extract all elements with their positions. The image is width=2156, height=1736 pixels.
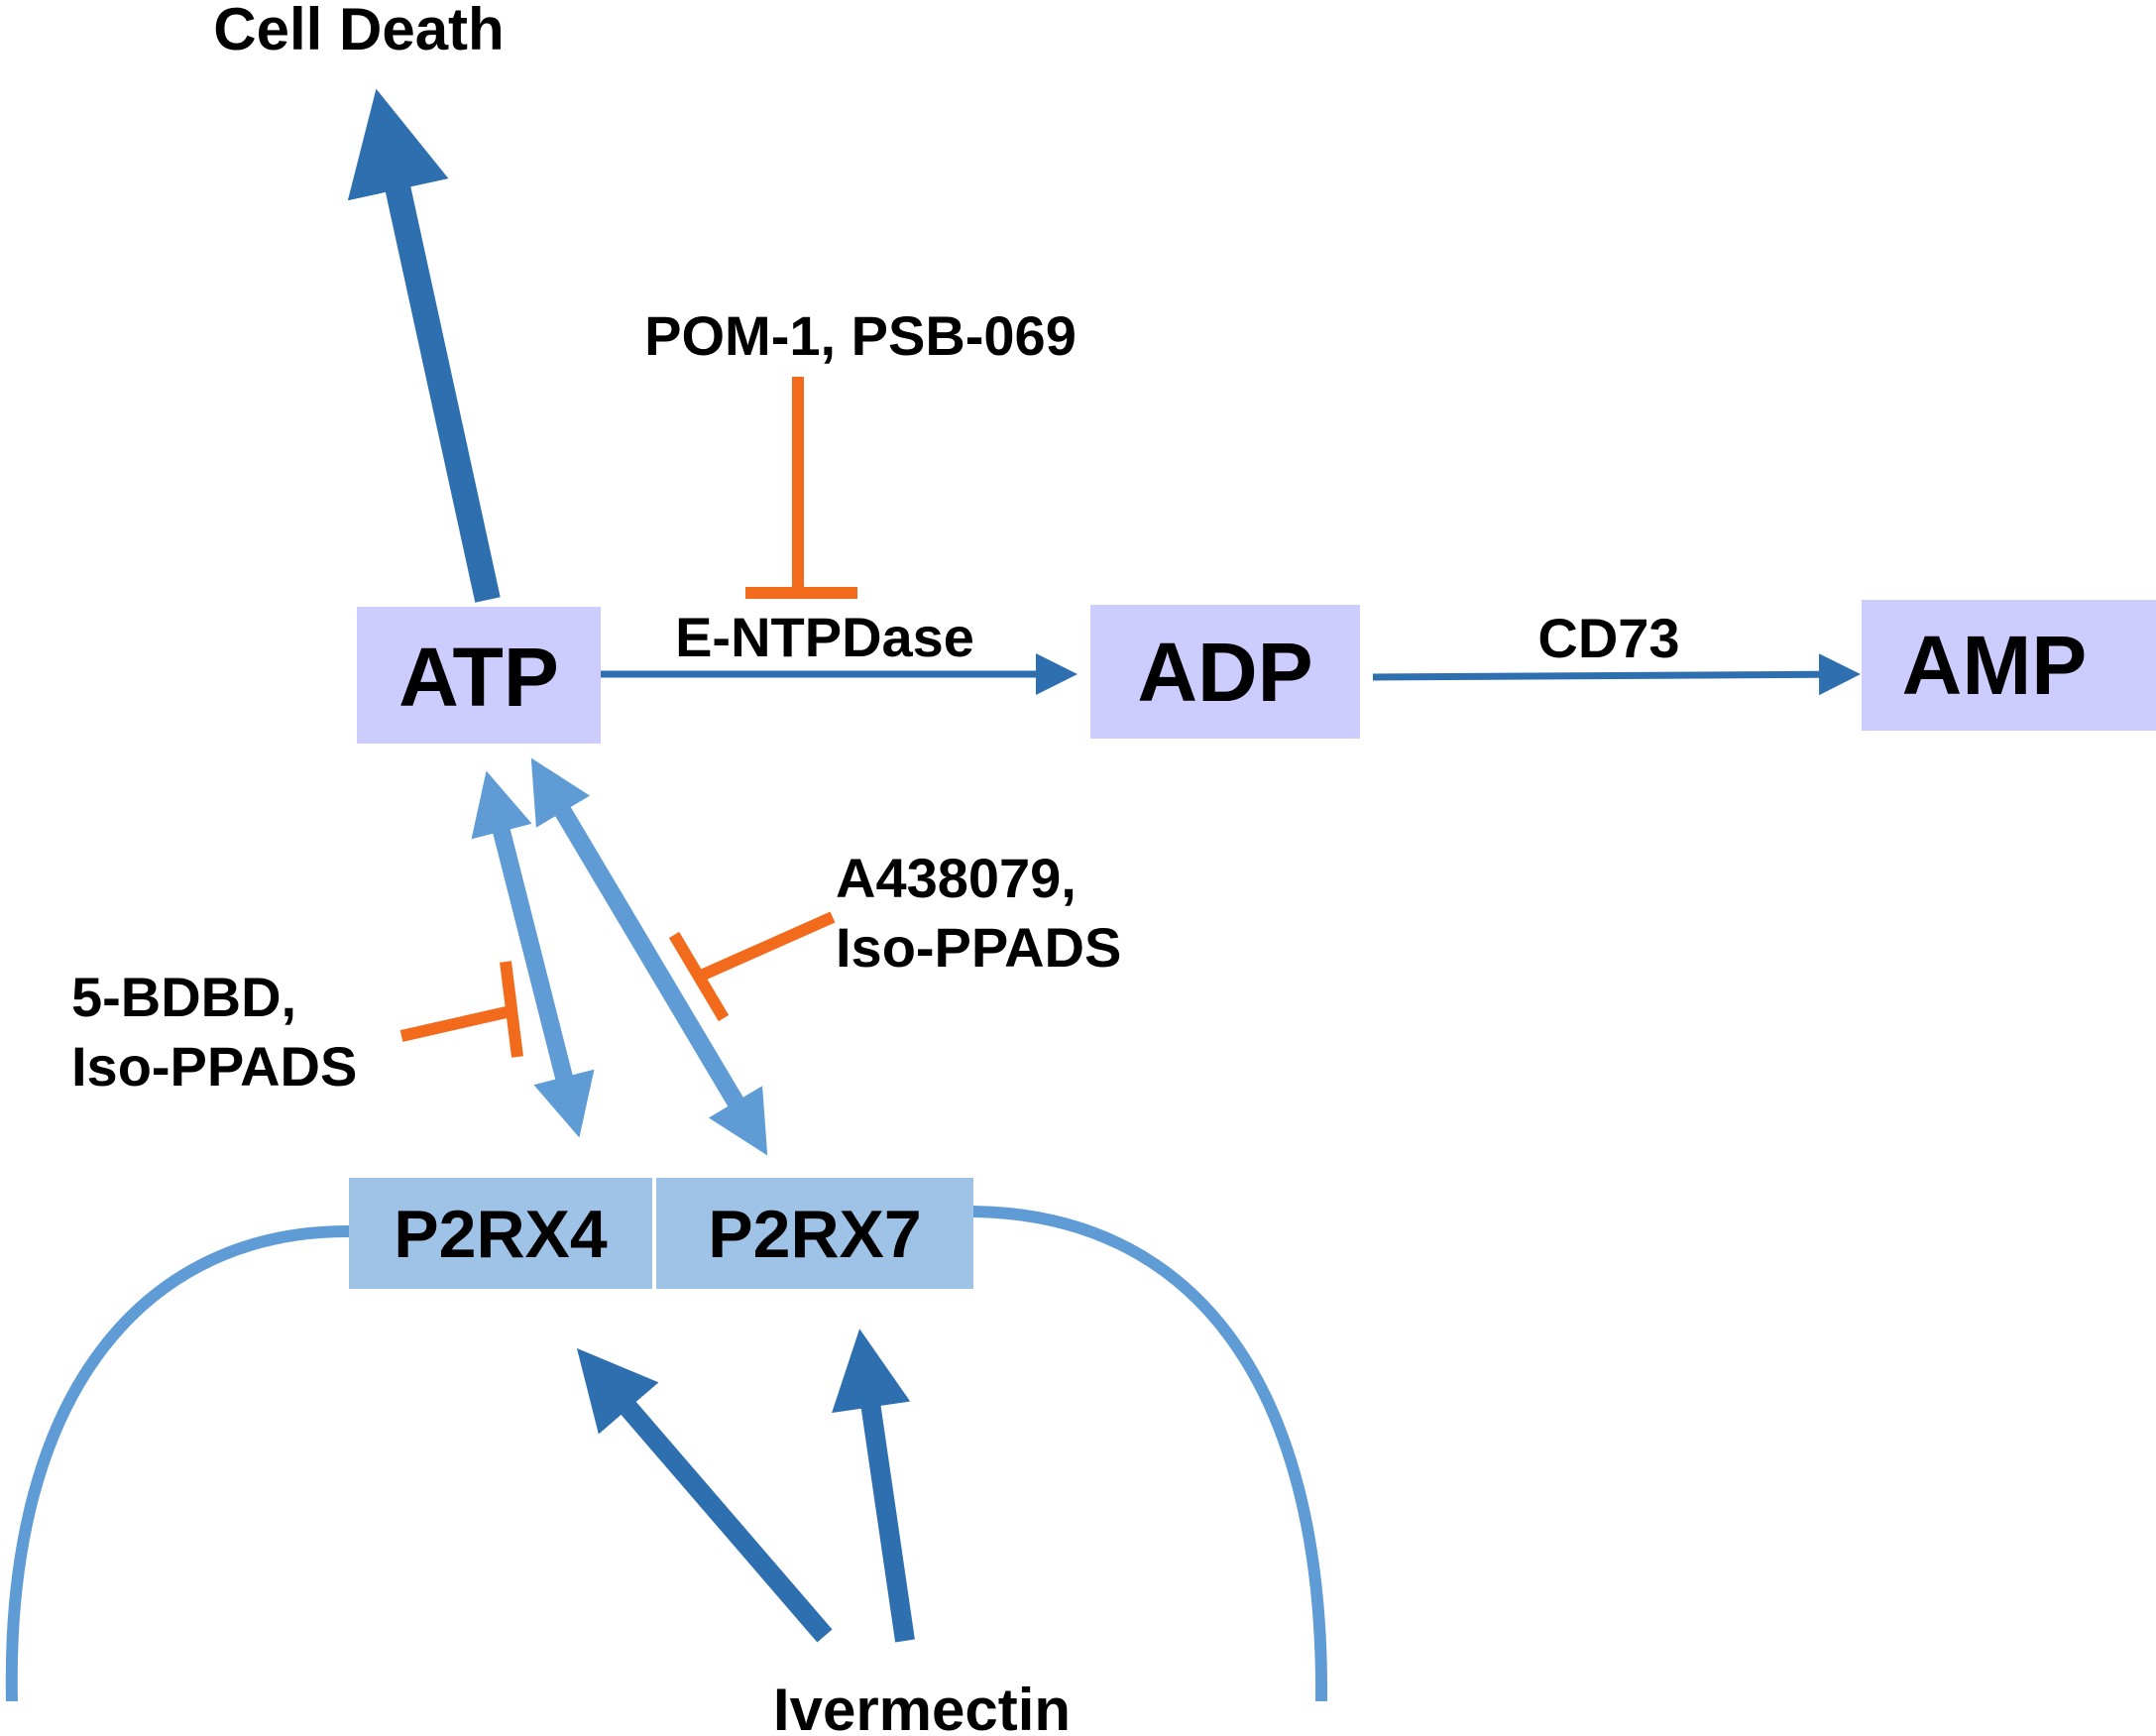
p2rx4-receptor: P2RX4: [349, 1178, 652, 1289]
bdbd-isoppads-label: Iso-PPADS: [71, 1035, 357, 1098]
cell-membrane-right: [972, 1206, 1328, 1702]
adp-to-amp-arrow: [1372, 653, 1861, 696]
atp-label: ATP: [398, 631, 559, 724]
p2rx4-label: P2RX4: [394, 1197, 608, 1272]
a438079-label: A438079,: [836, 847, 1077, 909]
amp-node: AMP: [1862, 600, 2156, 731]
adp-label: ADP: [1137, 626, 1312, 719]
ivermectin-label: Ivermectin: [773, 1677, 1071, 1736]
pom-inhibition-line: [745, 377, 857, 599]
adp-node: ADP: [1090, 605, 1360, 739]
entpdase-label: E-NTPDase: [675, 606, 974, 668]
atp-to-cell-death-arrow: [347, 88, 501, 603]
cell-death-label: Cell Death: [213, 0, 504, 62]
amp-label: AMP: [1902, 619, 2088, 712]
pom-psb-label: POM-1, PSB-069: [644, 304, 1077, 367]
bdbd-inhibition-line: [399, 961, 523, 1058]
p2rx7-label: P2RX7: [708, 1197, 921, 1272]
p2rx7-receptor: P2RX7: [656, 1178, 973, 1289]
atp-p2rx4-arrow: [471, 770, 595, 1138]
cell-membrane-left: [5, 1224, 352, 1702]
ivermectin-to-p2rx4-arrow: [576, 1347, 833, 1643]
atp-p2rx7-arrow: [530, 757, 768, 1156]
bdbd-label: 5-BDBD,: [71, 966, 296, 1028]
a438079-isoppads-label: Iso-PPADS: [836, 916, 1121, 979]
atp-node: ATP: [357, 607, 601, 744]
cd73-label: CD73: [1537, 607, 1679, 669]
ivermectin-to-p2rx7-arrow: [832, 1329, 915, 1643]
a438079-inhibition-line: [668, 911, 836, 1022]
